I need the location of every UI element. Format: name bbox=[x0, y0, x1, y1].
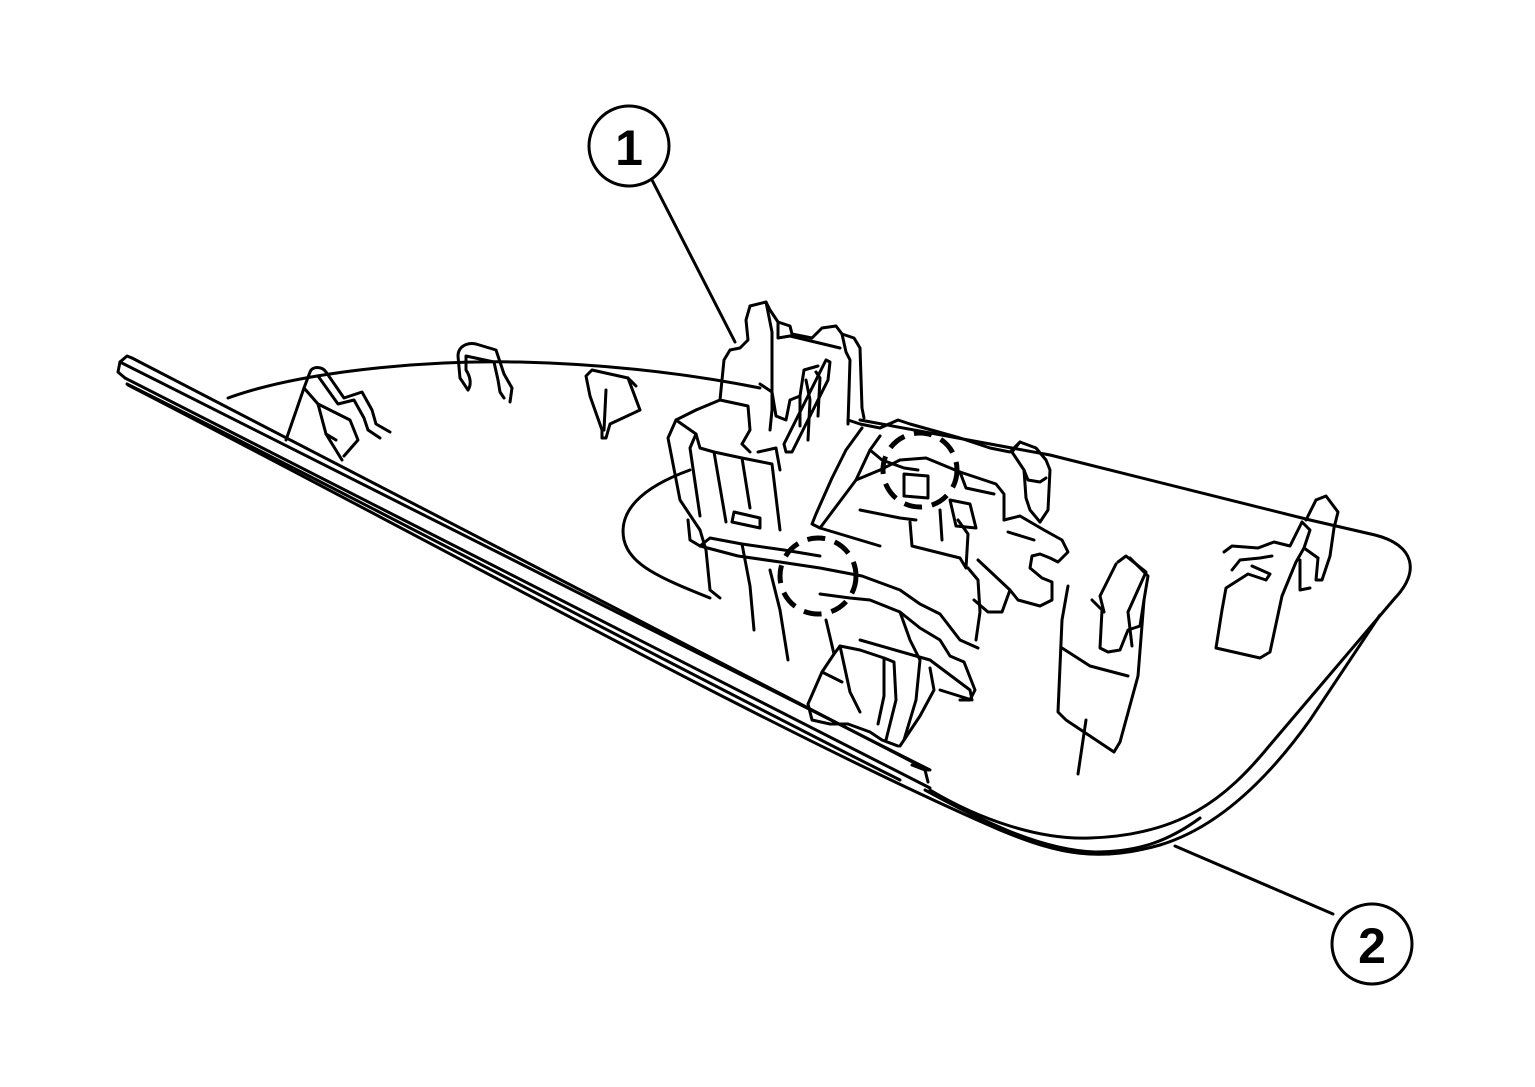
switch-assembly bbox=[621, 300, 1070, 748]
leader-line-2 bbox=[1173, 844, 1335, 916]
left-clip-2 bbox=[456, 342, 514, 404]
left-clip-1 bbox=[284, 366, 392, 462]
left-clip-3 bbox=[584, 368, 642, 440]
trim-panel bbox=[116, 354, 1412, 856]
callout-2-label: 2 bbox=[1358, 918, 1386, 974]
right-clip-1 bbox=[1056, 554, 1150, 776]
callout-1-label: 1 bbox=[615, 120, 643, 176]
right-clip-2 bbox=[1214, 494, 1340, 660]
callout-2: 2 bbox=[1330, 902, 1414, 986]
lock-tab-upper-highlight bbox=[880, 430, 960, 510]
callout-1: 1 bbox=[587, 104, 671, 188]
leader-line-1 bbox=[649, 176, 737, 344]
lock-tab-lower-highlight bbox=[777, 535, 859, 617]
